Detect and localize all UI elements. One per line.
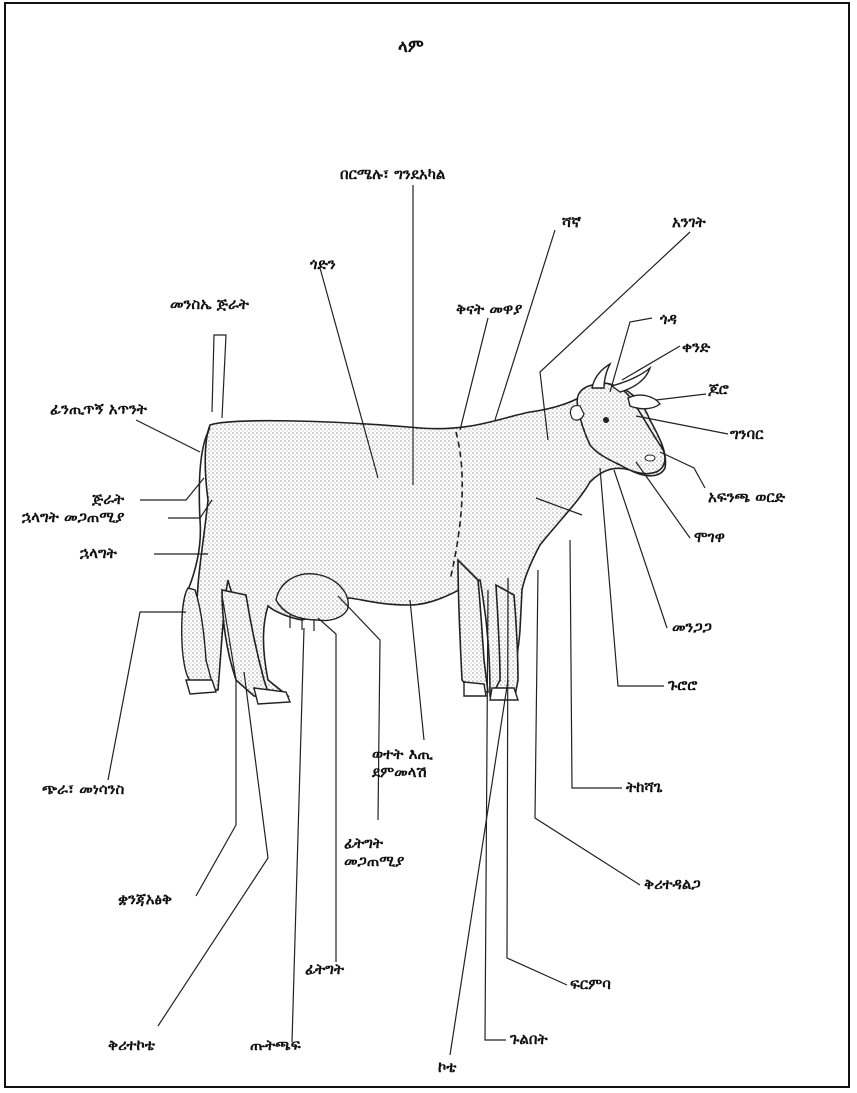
- label-poll: ጎዳ: [660, 310, 677, 328]
- label-muzzle: ሞገዋ: [694, 528, 725, 546]
- label-milk-vein: ወተት እጢ ደምመላሽ: [372, 745, 433, 781]
- label-tail: ጅራት: [92, 490, 124, 508]
- label-hock: ቋንጃአፅቅ: [118, 890, 172, 908]
- label-thigh: ኋላግት: [80, 544, 117, 562]
- cow-ear: [628, 395, 660, 409]
- label-pastern-front: ጉልበት: [510, 1030, 548, 1048]
- cow-horn-right: [612, 368, 650, 392]
- label-hoof: ኮቴ: [438, 1058, 456, 1076]
- label-throat: ጉሮሮ: [668, 676, 697, 694]
- label-barrel: በርሜሉ፣ ግንደአካል: [340, 165, 445, 183]
- label-switch: ጭራ፣ መነሳንስ: [42, 780, 124, 798]
- label-teat: ጡትጫፍ: [250, 1036, 301, 1054]
- label-forehead: ግንባር: [730, 425, 763, 443]
- label-pin-bone: ፊንጢጥኝ አጥንት: [50, 400, 147, 418]
- cow-hoof-front: [464, 682, 486, 696]
- label-shoulder: ትከሻጌ: [626, 778, 663, 796]
- label-knee: ፍርምባ: [570, 975, 611, 993]
- cow-hoof-front-2: [490, 688, 518, 700]
- label-hind-pastern: ቅሪተኮቴ: [108, 1036, 155, 1054]
- label-loin: ጎድን: [310, 255, 336, 273]
- label-udder: ፊትግት: [305, 960, 344, 978]
- label-horn: ቀንድ: [682, 338, 710, 356]
- label-tailhead: መንስኤ ጅራት: [170, 295, 249, 313]
- label-forearm: ቅሪተዳልጋ: [644, 875, 701, 893]
- label-withers: ሻኛ: [562, 213, 581, 231]
- label-ear: ጆሮ: [708, 380, 729, 398]
- label-jaw: መንጋጋ: [672, 618, 712, 636]
- label-neck: አንገት: [672, 213, 706, 231]
- cow-hoof-hind: [186, 680, 216, 694]
- label-nostril: አፍንጫ ወርድ: [708, 488, 785, 506]
- diagram-title: ላም: [398, 38, 424, 56]
- cow-eye: [603, 417, 609, 423]
- cow-hoof-hind-2: [254, 688, 290, 704]
- label-thigh-joint: ኋላግት መጋጠሚያ: [22, 508, 124, 526]
- label-udder-attachment: ፊትግት መጋጠሚያ: [344, 834, 404, 870]
- cow-nostril: [645, 455, 655, 461]
- label-crop: ቅናት መዋያ: [456, 300, 522, 318]
